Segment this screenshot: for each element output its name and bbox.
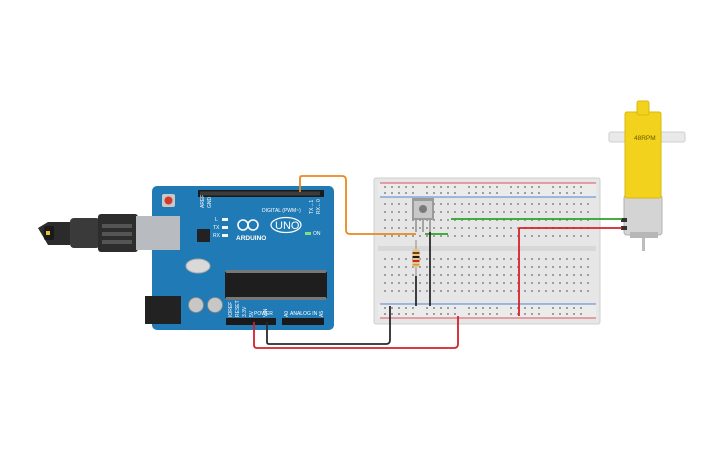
power-header-label: POWER	[254, 311, 273, 317]
vin-label: VIN	[263, 308, 269, 317]
resistor[interactable]	[412, 240, 420, 276]
reset-label: RESET	[235, 300, 241, 317]
power-jack	[145, 296, 181, 324]
transistor[interactable]	[412, 198, 434, 232]
crystal-oscillator	[185, 258, 211, 274]
led-tx	[222, 226, 228, 229]
uno-badge	[270, 216, 302, 234]
wire-signal[interactable]	[299, 175, 416, 235]
model-label: UNO	[275, 220, 300, 232]
rx0-label: RX←0	[316, 199, 322, 214]
analog-header[interactable]	[282, 318, 324, 325]
capacitor-1	[188, 297, 204, 313]
usb-cable[interactable]	[38, 214, 138, 252]
led-rx	[222, 234, 228, 237]
breadboard-holes	[384, 186, 589, 315]
arduino-uno-board[interactable]: ARDUINO UNO DIGITAL (PWM~) POWER ANALOG …	[136, 186, 334, 330]
motor-rpm-label: 48RPM	[634, 135, 656, 142]
voltage-regulator	[197, 229, 210, 242]
atmega-chip	[225, 272, 327, 298]
tx1-label: TX→1	[309, 200, 315, 214]
analog-header-label: ANALOG IN	[290, 311, 318, 317]
led-rx-label: RX	[213, 233, 221, 239]
motor-terminal-negative[interactable]	[621, 226, 627, 230]
power-header[interactable]	[226, 318, 276, 325]
5v-label: 5V	[249, 310, 255, 317]
led-l-label: L	[215, 217, 218, 223]
3v3-label: 3.3V	[242, 306, 248, 317]
brand-label: ARDUINO	[236, 235, 266, 242]
top-power-rail[interactable]	[378, 183, 596, 197]
gear-motor[interactable]: 48RPM	[608, 100, 686, 251]
capacitor-2	[207, 297, 223, 313]
wire-ground[interactable]	[266, 306, 391, 345]
motor-terminal-positive[interactable]	[621, 218, 627, 222]
gnd-label: GND	[207, 197, 213, 209]
usb-b-port	[136, 216, 180, 250]
aref-label: AREF	[200, 195, 206, 208]
led-tx-label: TX	[213, 225, 220, 231]
digital-header-label: DIGITAL (PWM~)	[262, 208, 301, 214]
ioref-label: IOREF	[228, 302, 234, 317]
bottom-power-rail[interactable]	[378, 304, 596, 318]
a5-label: A5	[319, 311, 325, 317]
arduino-logo	[237, 219, 259, 231]
a0-label: A0	[284, 311, 290, 317]
wires[interactable]	[253, 175, 622, 349]
center-channel	[378, 246, 596, 251]
wire-5v[interactable]	[253, 316, 459, 349]
led-l	[222, 218, 228, 221]
breadboard[interactable]	[373, 177, 601, 325]
led-on	[305, 232, 311, 235]
led-on-label: ON	[313, 231, 321, 237]
